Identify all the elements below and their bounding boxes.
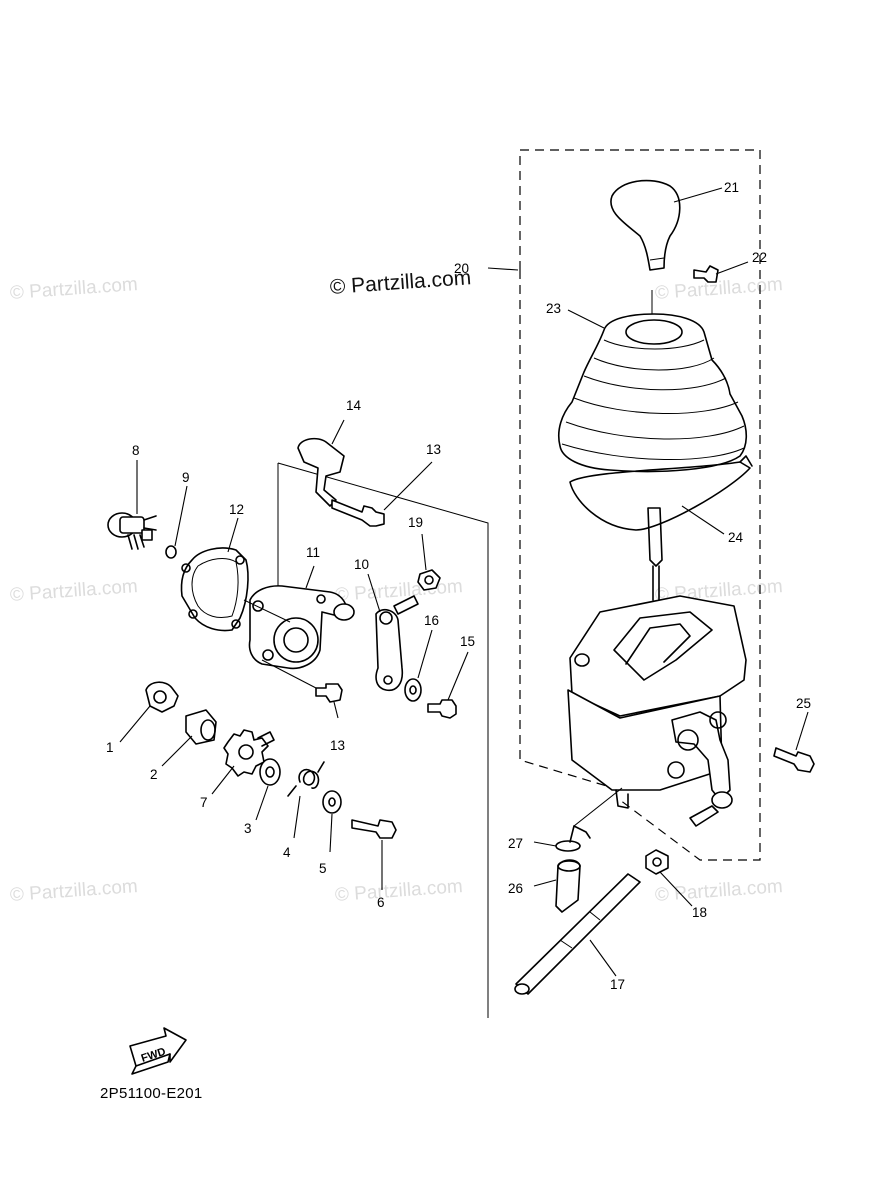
bolt-part xyxy=(331,499,385,527)
callout-16: 16 xyxy=(424,613,439,628)
cam-part xyxy=(145,681,179,713)
callout-numbers: 1 2 3 4 5 6 7 8 9 10 11 12 13 13 14 15 1… xyxy=(106,180,811,992)
callout-26: 26 xyxy=(508,881,523,896)
callout-6: 6 xyxy=(377,895,385,910)
callout-5: 5 xyxy=(319,861,327,876)
callout-23: 23 xyxy=(546,301,561,316)
callout-15: 15 xyxy=(460,634,475,649)
callout-18: 18 xyxy=(692,905,707,920)
o-ring-part xyxy=(165,545,177,559)
callout-3: 3 xyxy=(244,821,252,836)
callout-24: 24 xyxy=(728,530,744,545)
washer-part xyxy=(259,758,281,786)
gasket-part xyxy=(180,547,249,632)
boot-part xyxy=(557,313,748,473)
callout-7: 7 xyxy=(200,795,208,810)
switch-part xyxy=(107,512,157,550)
washer-part xyxy=(404,678,422,702)
callout-20: 20 xyxy=(454,261,469,276)
retaining-ring-part xyxy=(569,455,753,531)
callout-22: 22 xyxy=(752,250,767,265)
nut-part xyxy=(417,569,441,591)
callout-17: 17 xyxy=(610,977,625,992)
callout-13-upper: 13 xyxy=(426,442,441,457)
shift-arm-part xyxy=(667,711,733,809)
bolt-part xyxy=(427,699,457,719)
bolt-part xyxy=(315,683,343,703)
callout-9: 9 xyxy=(182,470,190,485)
sleeve-part xyxy=(555,859,581,913)
shift-gate-box xyxy=(567,595,747,809)
forward-arrow-icon: FWD xyxy=(129,1027,187,1075)
assembly-outline-shift-lever xyxy=(519,149,761,861)
callout-2: 2 xyxy=(150,767,158,782)
washer-part xyxy=(322,790,342,814)
screw-part xyxy=(693,265,719,283)
callout-21: 21 xyxy=(724,180,739,195)
shift-shaft xyxy=(647,290,663,601)
bracket-part xyxy=(297,437,345,507)
callout-19: 19 xyxy=(408,515,423,530)
callout-25: 25 xyxy=(796,696,811,711)
housing-part xyxy=(243,585,355,689)
rod-part xyxy=(514,873,641,995)
knob-part xyxy=(610,179,681,271)
callout-14: 14 xyxy=(346,398,362,413)
leader-lines xyxy=(119,187,809,977)
diagram-code: 2P51100-E201 xyxy=(100,1085,203,1102)
callout-13-lower: 13 xyxy=(330,738,345,753)
nut-part xyxy=(645,849,669,875)
callout-8: 8 xyxy=(132,443,140,458)
ball-joint-part xyxy=(689,805,719,827)
collar-part xyxy=(185,709,217,745)
callout-10: 10 xyxy=(354,557,369,572)
callout-12: 12 xyxy=(229,502,244,517)
callout-27: 27 xyxy=(508,836,523,851)
callout-4: 4 xyxy=(283,845,291,860)
bolt-part xyxy=(351,819,397,839)
lever-arm-part xyxy=(375,595,419,692)
spring-part xyxy=(287,761,325,797)
clip-part xyxy=(555,825,591,852)
bolt-part xyxy=(773,747,815,773)
callout-1: 1 xyxy=(106,740,114,755)
callout-11: 11 xyxy=(306,545,320,560)
